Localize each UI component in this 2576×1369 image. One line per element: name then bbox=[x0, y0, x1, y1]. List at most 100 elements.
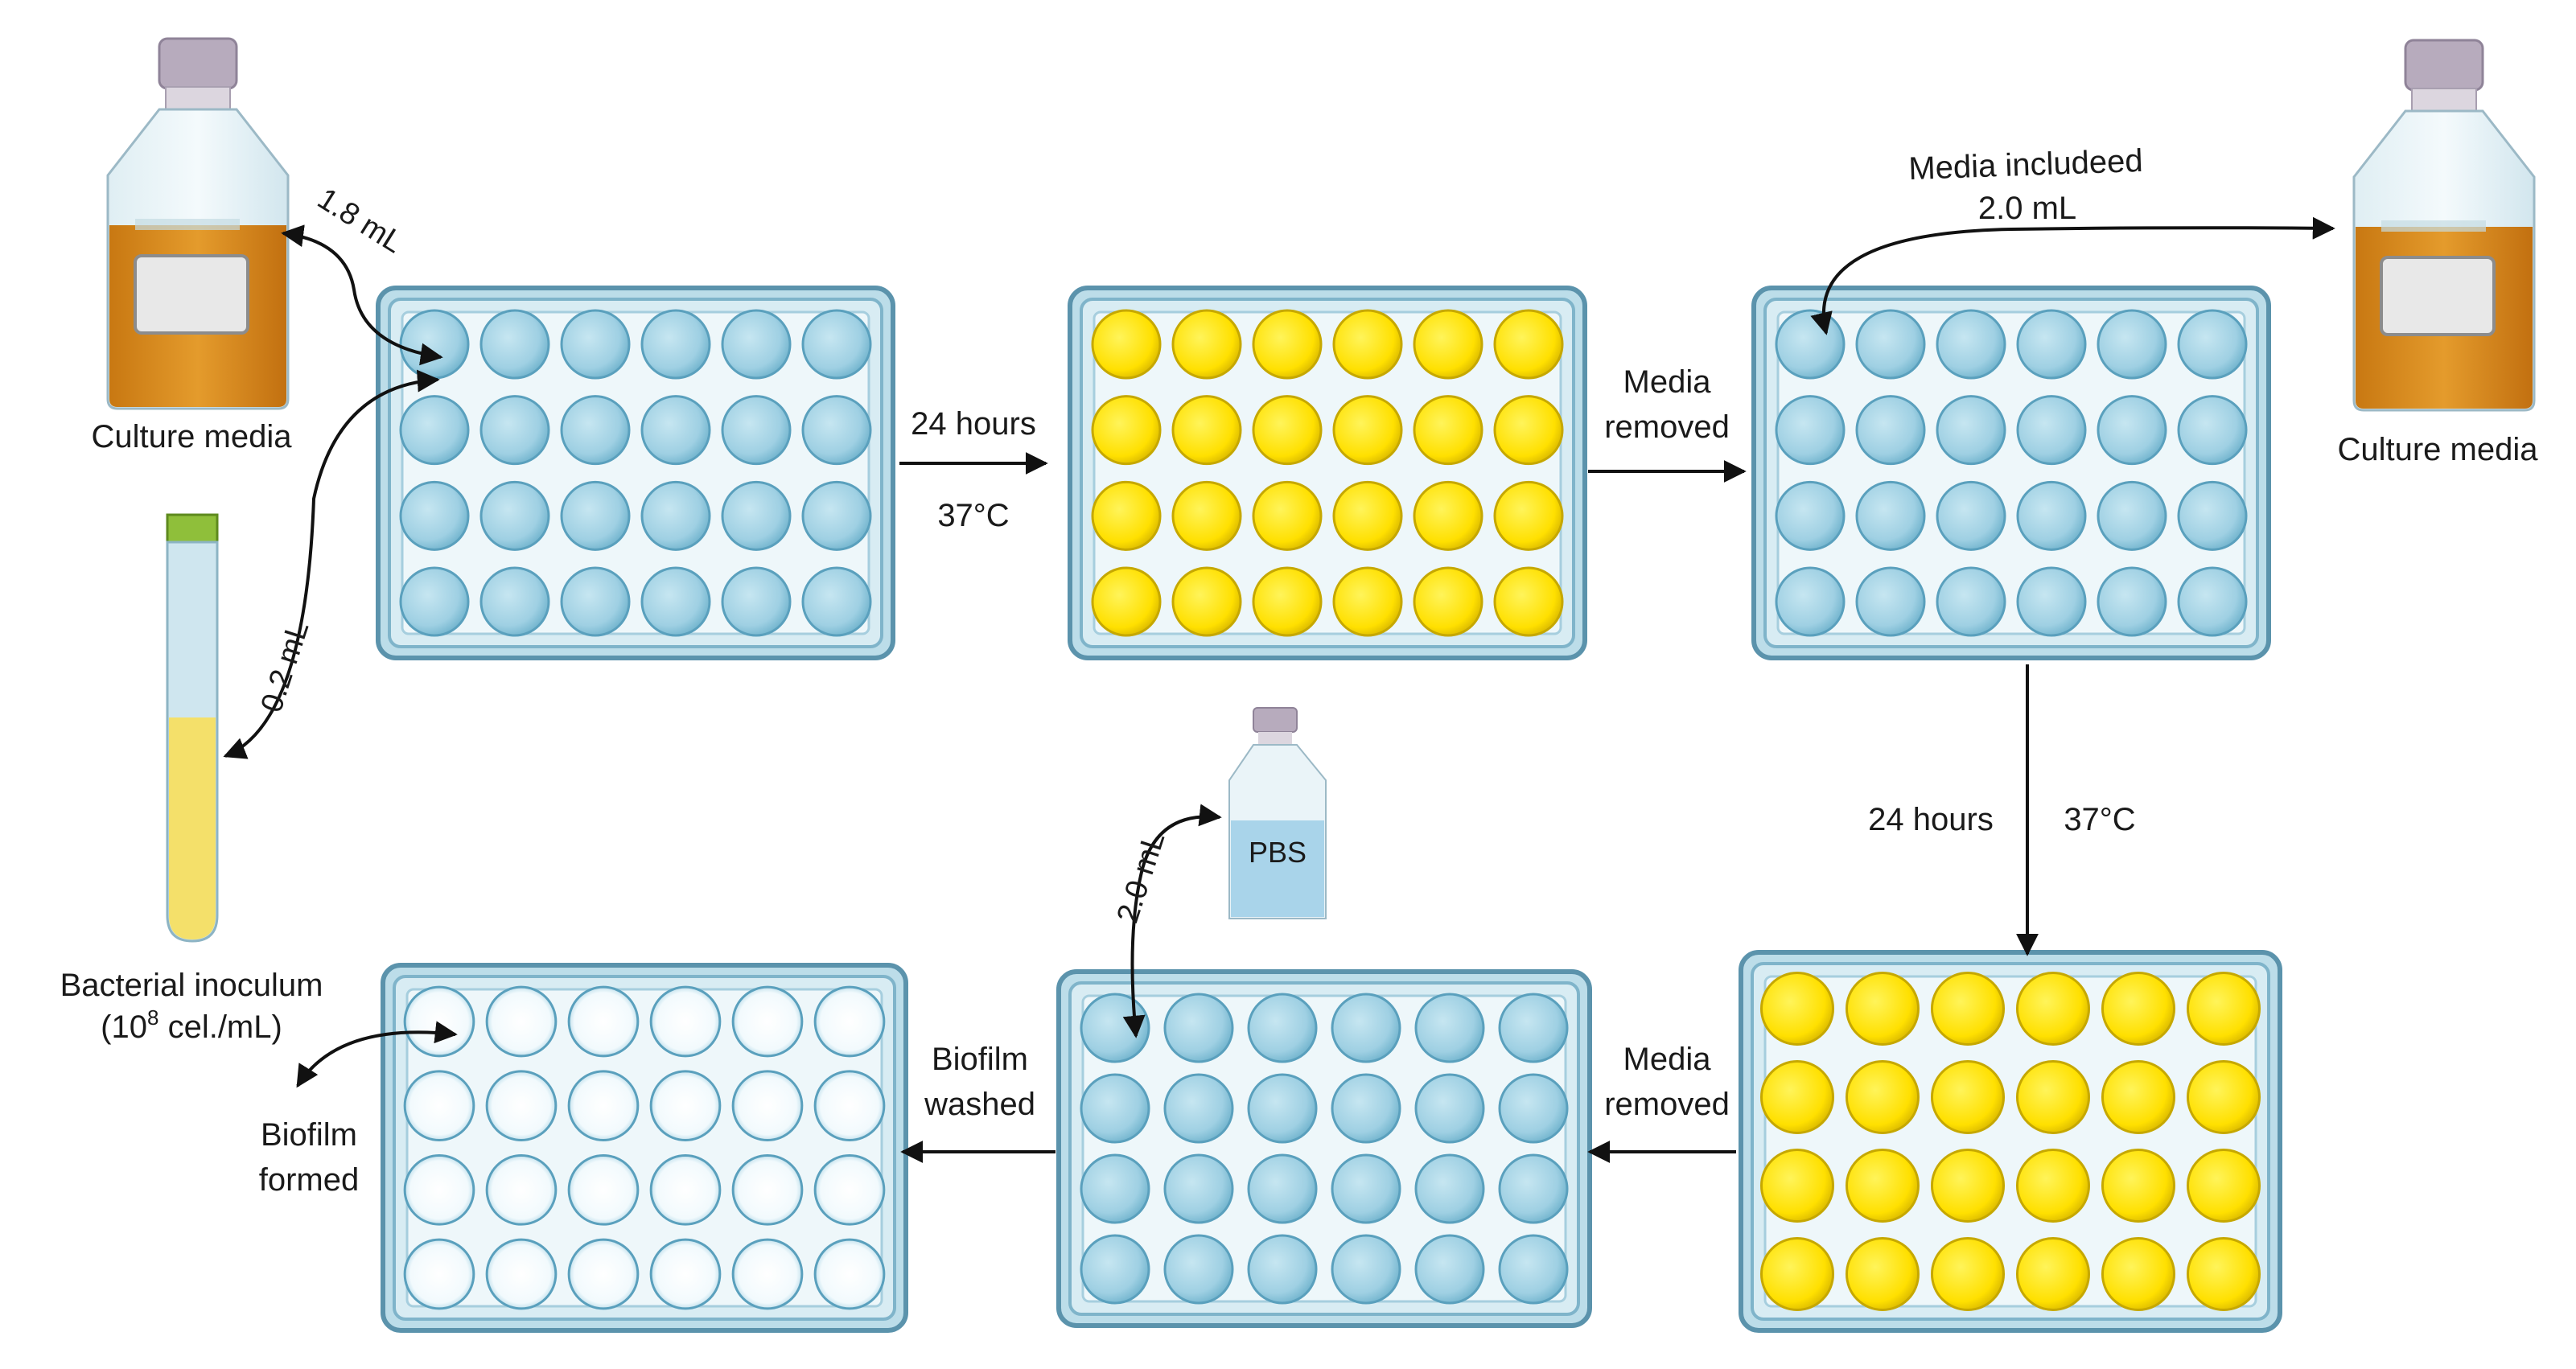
label-media-included-2: 2.0 mL bbox=[1978, 191, 2076, 226]
well bbox=[2101, 971, 2176, 1046]
well bbox=[399, 395, 470, 466]
well bbox=[1247, 993, 1318, 1063]
well bbox=[1331, 1234, 1401, 1305]
well bbox=[1493, 480, 1564, 551]
well bbox=[2097, 566, 2167, 637]
well bbox=[2186, 1148, 2261, 1223]
well bbox=[731, 985, 804, 1058]
well bbox=[801, 395, 872, 466]
well bbox=[813, 1070, 886, 1142]
well bbox=[2016, 480, 2087, 551]
well bbox=[567, 1238, 640, 1310]
well bbox=[403, 1238, 475, 1310]
label-step2-2: removed bbox=[1604, 409, 1730, 445]
well bbox=[1493, 395, 1564, 466]
well bbox=[1775, 309, 1846, 380]
inoculum-prefix: (10 bbox=[101, 1009, 147, 1045]
well bbox=[399, 309, 470, 380]
label-step3-time: 24 hours bbox=[1868, 802, 1994, 837]
well bbox=[1845, 1148, 1920, 1223]
well bbox=[640, 309, 711, 380]
inoculum-tube bbox=[166, 513, 219, 943]
well bbox=[1080, 1234, 1150, 1305]
well bbox=[2097, 309, 2167, 380]
well bbox=[1414, 1234, 1485, 1305]
well bbox=[1171, 480, 1242, 551]
well bbox=[1171, 309, 1242, 380]
well bbox=[1163, 1073, 1234, 1144]
well bbox=[1414, 1073, 1485, 1144]
arrows-layer bbox=[223, 216, 2335, 1163]
well bbox=[567, 1070, 640, 1142]
arrow-media-included bbox=[1810, 216, 2335, 335]
well bbox=[1936, 395, 2006, 466]
well bbox=[1855, 566, 1926, 637]
well bbox=[399, 480, 470, 551]
plate-1-empty-media bbox=[376, 286, 895, 660]
well bbox=[1930, 1148, 2006, 1223]
well bbox=[2101, 1236, 2176, 1312]
well bbox=[1845, 1059, 1920, 1135]
well bbox=[1855, 395, 1926, 466]
well bbox=[2186, 971, 2261, 1046]
well bbox=[1855, 480, 1926, 551]
well bbox=[1413, 309, 1483, 380]
well bbox=[2101, 1148, 2176, 1223]
well bbox=[485, 1238, 558, 1310]
well bbox=[1080, 993, 1150, 1063]
label-step2-1: Media bbox=[1623, 364, 1712, 400]
label-biofilm-formed-2: formed bbox=[259, 1162, 360, 1198]
well bbox=[1252, 566, 1323, 637]
well bbox=[1332, 566, 1403, 637]
well bbox=[721, 480, 792, 551]
well bbox=[731, 1153, 804, 1226]
well bbox=[1930, 1059, 2006, 1135]
well bbox=[1252, 395, 1323, 466]
well bbox=[1247, 1073, 1318, 1144]
well bbox=[813, 1238, 886, 1310]
well bbox=[1331, 993, 1401, 1063]
well bbox=[731, 1238, 804, 1310]
well bbox=[1331, 1073, 1401, 1144]
well bbox=[2015, 1236, 2091, 1312]
well bbox=[1775, 395, 1846, 466]
well bbox=[1171, 395, 1242, 466]
well bbox=[1493, 309, 1564, 380]
well bbox=[1414, 993, 1485, 1063]
well bbox=[1413, 395, 1483, 466]
well bbox=[1759, 1236, 1835, 1312]
well bbox=[1252, 309, 1323, 380]
plate-6-biofilm bbox=[381, 963, 908, 1333]
well bbox=[1930, 971, 2006, 1046]
well bbox=[721, 395, 792, 466]
plates-layer bbox=[376, 286, 2282, 1333]
label-bacterial-inoculum-1: Bacterial inoculum bbox=[60, 968, 323, 1003]
well bbox=[1414, 1153, 1485, 1224]
well bbox=[1498, 1153, 1569, 1224]
well bbox=[1163, 1234, 1234, 1305]
well bbox=[485, 1070, 558, 1142]
well bbox=[2177, 395, 2248, 466]
well bbox=[560, 309, 631, 380]
well bbox=[640, 395, 711, 466]
well bbox=[485, 985, 558, 1058]
well bbox=[801, 309, 872, 380]
well bbox=[1080, 1073, 1150, 1144]
well bbox=[801, 566, 872, 637]
well bbox=[2101, 1059, 2176, 1135]
well bbox=[560, 480, 631, 551]
plate-3-fresh-media bbox=[1751, 286, 2271, 660]
well bbox=[1091, 480, 1162, 551]
label-bacterial-inoculum-2: (108 cel./mL) bbox=[101, 1005, 282, 1045]
plate-2-incubated bbox=[1068, 286, 1587, 660]
label-biofilm-formed-1: Biofilm bbox=[261, 1117, 357, 1153]
label-step5-1: Biofilm bbox=[932, 1042, 1028, 1077]
well bbox=[1331, 1153, 1401, 1224]
well bbox=[1936, 566, 2006, 637]
label-culture-media-right: Culture media bbox=[2337, 432, 2538, 467]
label-culture-media-left: Culture media bbox=[91, 419, 292, 454]
well bbox=[2015, 971, 2091, 1046]
well bbox=[649, 1153, 722, 1226]
well bbox=[1936, 480, 2006, 551]
well bbox=[479, 566, 550, 637]
